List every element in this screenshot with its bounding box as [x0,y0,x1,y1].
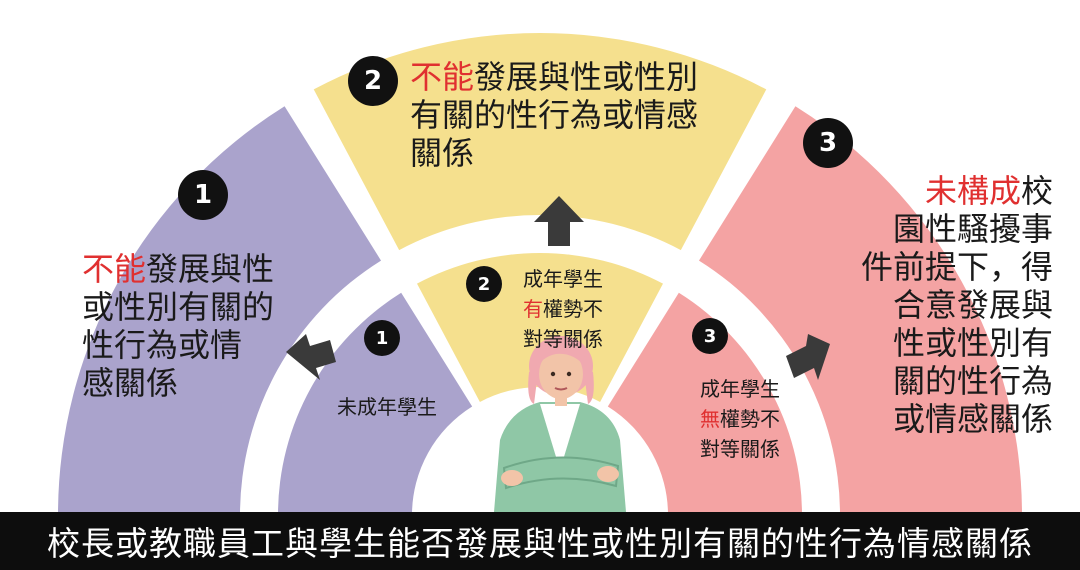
bottom-banner: 校長或教職員工與學生能否發展與性或性別有關的性行為情感關係 [0,512,1080,570]
outer-line: 關係 [410,134,698,172]
outer-line: 或性別有關的 [82,288,274,326]
hair-fringe [537,339,586,366]
segment-2-outer-text: 不能發展與性或性別有關的性行為或情感關係 [410,58,698,172]
segment-3-badge: 3 [803,118,853,168]
line-text: 成年學生 [523,267,603,291]
line-text: 發展與性或性別 [474,58,699,96]
banner-title: 校長或教職員工與學生能否發展與性或性別有關的性行為情感關係 [47,524,1033,563]
inner-segment-3 [607,292,802,515]
line-text: 園性騷擾事 [892,210,1053,248]
outer-segment-2 [313,33,767,251]
outer-ring [58,33,1022,515]
line-text: 對等關係 [700,437,780,461]
hand-left [501,470,523,486]
outer-segment-3 [698,106,1022,515]
eye-left [550,371,556,377]
segment-1-badge: 1 [178,170,228,220]
mouth [554,387,568,391]
highlight-text: 有 [523,297,543,321]
inner-2-badge: 2 [466,266,502,302]
line-text: 權勢不 [720,407,780,431]
line-text: 有關的性行為或情感 [410,96,699,134]
inner-line: 成年學生 [508,264,618,294]
outer-line: 合意發展與 [763,286,1053,324]
line-text: 合意發展與 [892,286,1053,324]
outer-line: 性或性別有 [763,324,1053,362]
line-text: 權勢不 [543,297,603,321]
line-text: 關的性行為 [892,362,1053,400]
eye-right [566,371,572,377]
arrows [286,196,830,380]
line-text: 對等關係 [523,327,603,351]
highlight-text: 未構成 [924,172,1021,210]
line-text: 性行為或情 [82,326,243,364]
inner-1-text: 未成年學生 [322,392,452,422]
arrow-left [286,334,336,380]
teacher-figure [494,336,626,512]
line-text: 性或性別有 [892,324,1053,362]
outer-line: 有關的性行為或情感 [410,96,698,134]
line-text: 或情感關係 [892,400,1053,438]
inner-3-badge: 3 [692,318,728,354]
outer-line: 感關係 [82,364,274,402]
segment-1-outer-text: 不能發展與性或性別有關的性行為或情感關係 [82,250,274,402]
face [539,349,583,399]
outer-line: 不能發展與性 [82,250,274,288]
inner-line: 無權勢不 [680,404,800,434]
inner-1-badge: 1 [364,320,400,356]
line-text: 發展與性 [146,250,275,288]
outer-line: 或情感關係 [763,400,1053,438]
outer-segment-1 [58,106,382,515]
shirt [540,404,580,470]
outer-line: 園性騷擾事 [763,210,1053,248]
inner-line: 成年學生 [680,374,800,404]
highlight-text: 不能 [410,58,475,96]
highlight-text: 不能 [82,250,147,288]
outer-line: 關的性行為 [763,362,1053,400]
inner-segment-1 [278,292,473,515]
inner-2-text: 成年學生有權勢不對等關係 [508,264,618,354]
highlight-text: 無 [700,407,720,431]
inner-line: 未成年學生 [322,392,452,422]
line-text: 關係 [410,134,475,172]
hair-right [584,372,594,404]
inner-line: 對等關係 [680,434,800,464]
line-text: 感關係 [82,364,179,402]
crossed-arms [502,456,620,490]
hand-right [597,466,619,482]
line-text: 校 [1020,172,1053,210]
line-text: 件前提下，得 [860,248,1053,286]
segment-3-outer-text: 未構成校園性騷擾事件前提下，得合意發展與性或性別有關的性行為或情感關係 [763,172,1053,438]
outer-line: 性行為或情 [82,326,274,364]
line-text: 或性別有關的 [82,288,275,326]
hair-left [528,372,538,404]
arrow-right [786,334,830,380]
line-text: 成年學生 [700,377,780,401]
inner-line: 對等關係 [508,324,618,354]
outer-line: 不能發展與性或性別 [410,58,698,96]
inner-3-text: 成年學生無權勢不對等關係 [680,374,800,464]
outer-line: 未構成校 [763,172,1053,210]
line-text: 未成年學生 [337,395,437,419]
arrow-up [534,196,584,246]
inner-line: 有權勢不 [508,294,618,324]
segment-2-badge: 2 [348,56,398,106]
outer-line: 件前提下，得 [763,248,1053,286]
